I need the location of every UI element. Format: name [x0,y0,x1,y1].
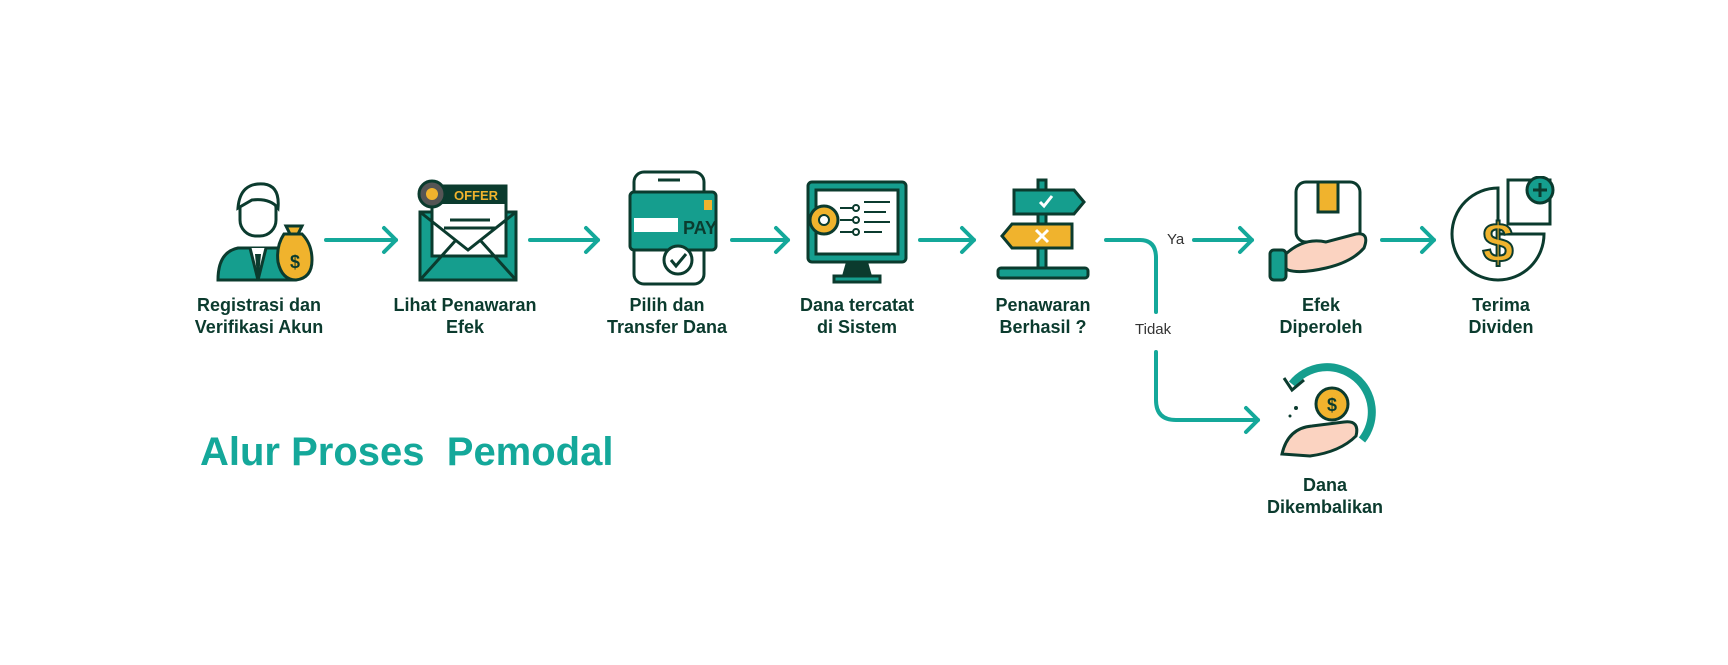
dividend-chart-icon: $ [1450,176,1555,282]
step-label: Terima Dividen [1468,295,1534,337]
step-label: Dana tercatat di Sistem [799,295,915,337]
arrow-1 [324,226,398,254]
arrow-3 [730,226,790,254]
arrow-tidak [1154,256,1260,434]
step-label: Penawaran Berhasil ? [995,295,1091,337]
arrow-ya [1104,226,1254,260]
phone-pay-icon: PAY [628,170,718,286]
arrow-2 [528,226,600,254]
branch-yes-label: Ya [1164,231,1188,248]
step-dana-dikembalikan: $ Dana Dikembalikan [1240,356,1410,518]
step-label: Dana Dikembalikan [1266,475,1384,517]
monitor-system-icon [806,180,908,284]
step-dana-tercatat: Dana tercatat di Sistem [772,176,942,338]
step-pilih-transfer: PAY Pilih dan Transfer Dana [582,170,752,338]
svg-text:$: $ [1327,395,1337,415]
step-terima-dividen: $ Terima Dividen [1416,176,1586,338]
offer-envelope-icon: OFFER [417,179,518,282]
user-moneybag-icon: $ [216,182,314,282]
step-penawaran-berhasil: Penawaran Berhasil ? [958,176,1128,338]
step-label: Registrasi dan Verifikasi Akun [194,295,324,337]
pay-text: PAY [683,218,717,238]
step-registrasi: $ Registrasi dan Verifikasi Akun [174,176,344,338]
step-lihat-penawaran: OFFER Lihat Penawaran Efek [380,176,550,338]
page-title: Alur Proses Pemodal [200,430,614,474]
step-label: Pilih dan Transfer Dana [606,295,728,337]
hand-box-icon [1268,180,1368,282]
step-label: Efek Diperoleh [1279,295,1363,337]
signpost-decision-icon [996,178,1090,280]
svg-text:$: $ [1482,211,1513,274]
step-label: Lihat Penawaran Efek [393,295,537,337]
hand-coin-refund-icon: $ [1280,363,1376,458]
svg-text:$: $ [290,252,300,272]
arrow-4 [918,226,976,254]
branch-no-label: Tidak [1132,321,1175,338]
step-efek-diperoleh: Efek Diperoleh [1236,176,1406,338]
offer-text: OFFER [454,188,499,203]
arrow-6 [1380,226,1436,254]
